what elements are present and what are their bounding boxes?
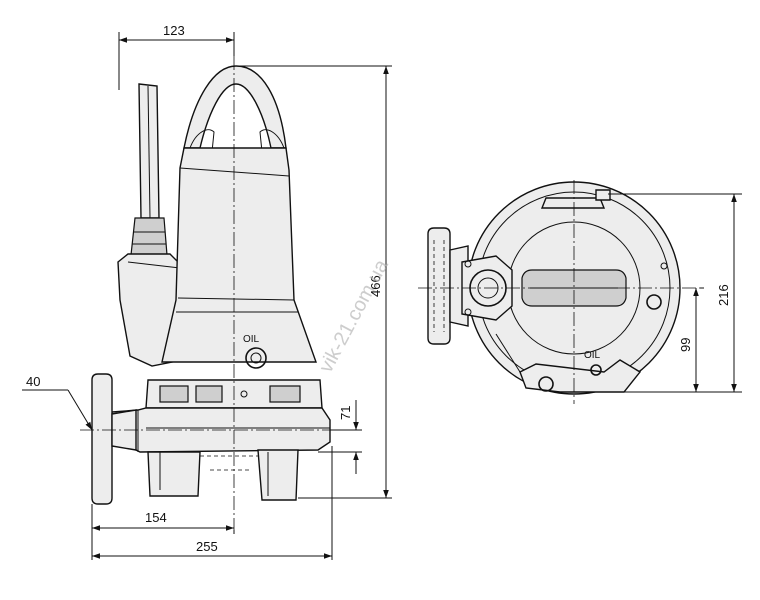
side-view: OIL (80, 56, 356, 530)
top-clamp-latch (519, 359, 642, 393)
dim-216: 216 (716, 284, 731, 306)
watermark: vik-21.com.ua (315, 255, 393, 376)
motor-housing (161, 147, 317, 363)
lifting-handle (183, 65, 287, 149)
dim-466: 466 (368, 275, 383, 297)
top-view: OIL (418, 180, 700, 404)
dim-40: 40 (26, 374, 40, 389)
discharge-flange (91, 373, 113, 505)
dim-123: 123 (163, 23, 185, 38)
oil-label-side: OIL (243, 334, 260, 345)
pump-foot-left (147, 451, 201, 497)
dim-99: 99 (678, 338, 693, 352)
oil-label-top: OIL (584, 350, 601, 361)
top-oil-plug (646, 294, 662, 310)
dim-154: 154 (145, 510, 167, 525)
top-discharge-flange (427, 227, 451, 345)
side-dimensions: 123 466 40 71 154 255 (22, 23, 392, 560)
cable-gland (130, 217, 168, 256)
oil-plug (245, 347, 267, 369)
top-dimensions: 216 99 (592, 193, 742, 393)
dim-71: 71 (338, 406, 353, 420)
dim-255: 255 (196, 539, 218, 554)
clamp-latch (159, 385, 189, 403)
pump-foot-right (257, 449, 299, 501)
